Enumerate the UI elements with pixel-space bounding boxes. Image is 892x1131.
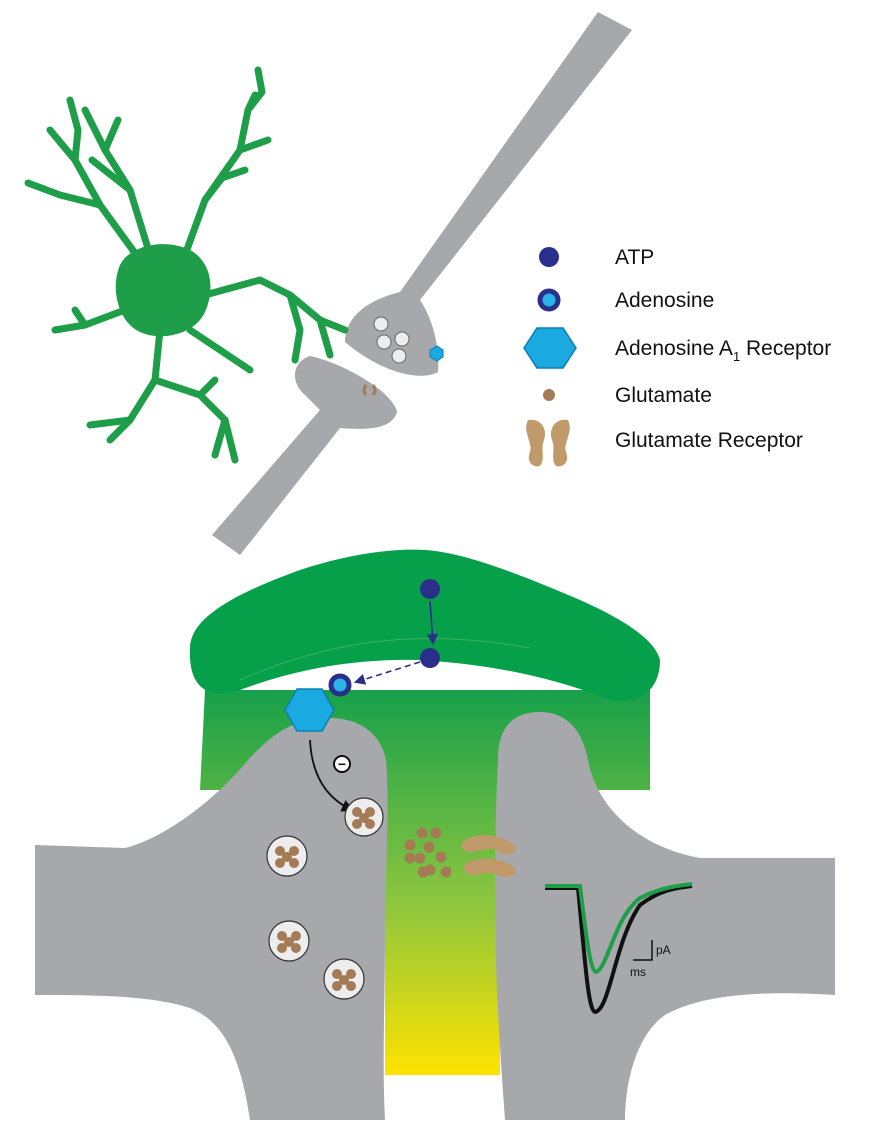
legend-label-a1-receptor: Adenosine A1 Receptor xyxy=(615,337,831,364)
atp-molecule xyxy=(420,579,440,599)
vesicle xyxy=(323,958,365,1000)
presynaptic-terminal xyxy=(35,717,388,1120)
legend: ATP Adenosine Adenosine A1 Receptor Glut… xyxy=(523,246,831,467)
adenosine-icon xyxy=(537,288,561,312)
legend-item-glutamate-receptor: Glutamate Receptor xyxy=(526,419,803,467)
legend-label-atp: ATP xyxy=(615,246,654,269)
a1-receptor-small xyxy=(429,345,444,362)
atp-release-arrow xyxy=(426,600,438,646)
vesicle xyxy=(266,835,308,877)
vesicle xyxy=(268,920,310,962)
legend-label-glutamate-receptor: Glutamate Receptor xyxy=(615,429,803,452)
inhibition-icon xyxy=(333,755,351,773)
atp-molecule xyxy=(420,648,440,668)
legend-item-a1-receptor: Adenosine A1 Receptor xyxy=(523,327,831,369)
a1-receptor xyxy=(284,688,335,732)
glutamate-receptor-small xyxy=(362,384,377,397)
top-schematic xyxy=(24,12,632,555)
glutamate-cluster xyxy=(404,827,452,878)
inhibition-arrow xyxy=(309,739,355,812)
glutamate-icon xyxy=(543,389,555,401)
presynaptic-axon xyxy=(345,12,632,376)
astrocyte-endfoot xyxy=(189,549,660,701)
legend-item-atp: ATP xyxy=(539,246,654,269)
astrocyte-soma xyxy=(115,244,211,337)
vesicle xyxy=(394,331,410,347)
scale-label-ms: ms xyxy=(630,965,646,979)
vesicle xyxy=(376,334,392,350)
postsynaptic-dendrite xyxy=(212,356,397,555)
glutamate-receptor xyxy=(461,835,517,878)
glutamate-receptor-icon xyxy=(526,419,570,467)
epsc-traces: pA ms xyxy=(545,882,693,1015)
scale-bar xyxy=(633,940,653,961)
vesicle xyxy=(344,797,384,837)
vesicle xyxy=(373,316,389,332)
atp-conversion-arrow xyxy=(353,661,421,685)
a1-receptor-icon xyxy=(523,327,577,369)
trace-control xyxy=(545,884,693,1015)
astrocyte-cell xyxy=(24,66,349,464)
legend-item-glutamate: Glutamate xyxy=(543,384,712,407)
vesicle xyxy=(391,348,407,364)
atp-icon xyxy=(539,247,559,267)
adenosine-molecule xyxy=(328,673,352,697)
postsynaptic-spine xyxy=(495,712,835,1120)
zoomed-synapse: − xyxy=(35,549,835,1120)
inhibition-symbol: − xyxy=(338,756,346,772)
trace-adenosine xyxy=(545,882,693,975)
legend-item-adenosine: Adenosine xyxy=(537,288,714,312)
legend-label-glutamate: Glutamate xyxy=(615,384,712,407)
legend-label-adenosine: Adenosine xyxy=(615,289,714,312)
scale-label-pa: pA xyxy=(656,943,671,957)
